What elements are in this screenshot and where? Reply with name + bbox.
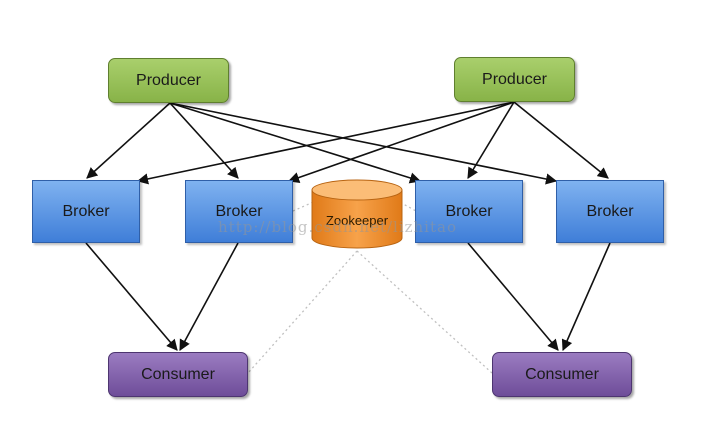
arrow-p1-b2 <box>169 102 239 179</box>
producer-label: Producer <box>136 71 201 89</box>
arrow-p2-b2 <box>287 101 515 183</box>
arrow-b1-c1 <box>85 242 178 351</box>
broker-node-3[interactable]: Broker <box>415 180 523 243</box>
producer-node-2[interactable]: Producer <box>454 57 575 102</box>
broker-label: Broker <box>445 202 493 220</box>
broker-label: Broker <box>586 202 634 220</box>
consumer-arrows <box>85 242 611 352</box>
zookeeper-links <box>247 199 493 374</box>
zk-link-consumer-2 <box>356 250 493 374</box>
watermark-text: http://blog.csdn.net/lizhitao <box>218 218 457 236</box>
producer-node-1[interactable]: Producer <box>108 58 229 103</box>
broker-label: Broker <box>62 202 110 220</box>
arrow-p1-b3 <box>169 102 422 184</box>
arrow-b4-c2 <box>561 242 611 352</box>
broker-label: Broker <box>215 202 263 220</box>
consumer-node-1[interactable]: Consumer <box>108 352 248 397</box>
producer-arrows <box>86 101 609 185</box>
producer-label: Producer <box>482 70 547 88</box>
consumer-node-2[interactable]: Consumer <box>492 352 632 397</box>
consumer-label: Consumer <box>141 365 215 383</box>
broker-node-2[interactable]: Broker <box>185 180 293 243</box>
zookeeper-cylinder <box>311 179 403 249</box>
zk-link-broker-3 <box>395 199 417 212</box>
arrow-b2-c1 <box>179 242 239 351</box>
broker-node-1[interactable]: Broker <box>32 180 140 243</box>
zookeeper-label: Zookeeper <box>325 212 389 228</box>
broker-node-4[interactable]: Broker <box>556 180 664 243</box>
zk-link-consumer-1 <box>247 250 358 374</box>
arrow-p2-b1 <box>136 101 515 185</box>
arrow-b3-c2 <box>467 242 559 351</box>
arrow-p1-b4 <box>169 102 558 185</box>
arrow-p2-b3 <box>467 101 515 179</box>
consumer-label: Consumer <box>525 365 599 383</box>
arrow-p1-b1 <box>86 102 171 179</box>
arrow-p2-b4 <box>513 101 609 179</box>
